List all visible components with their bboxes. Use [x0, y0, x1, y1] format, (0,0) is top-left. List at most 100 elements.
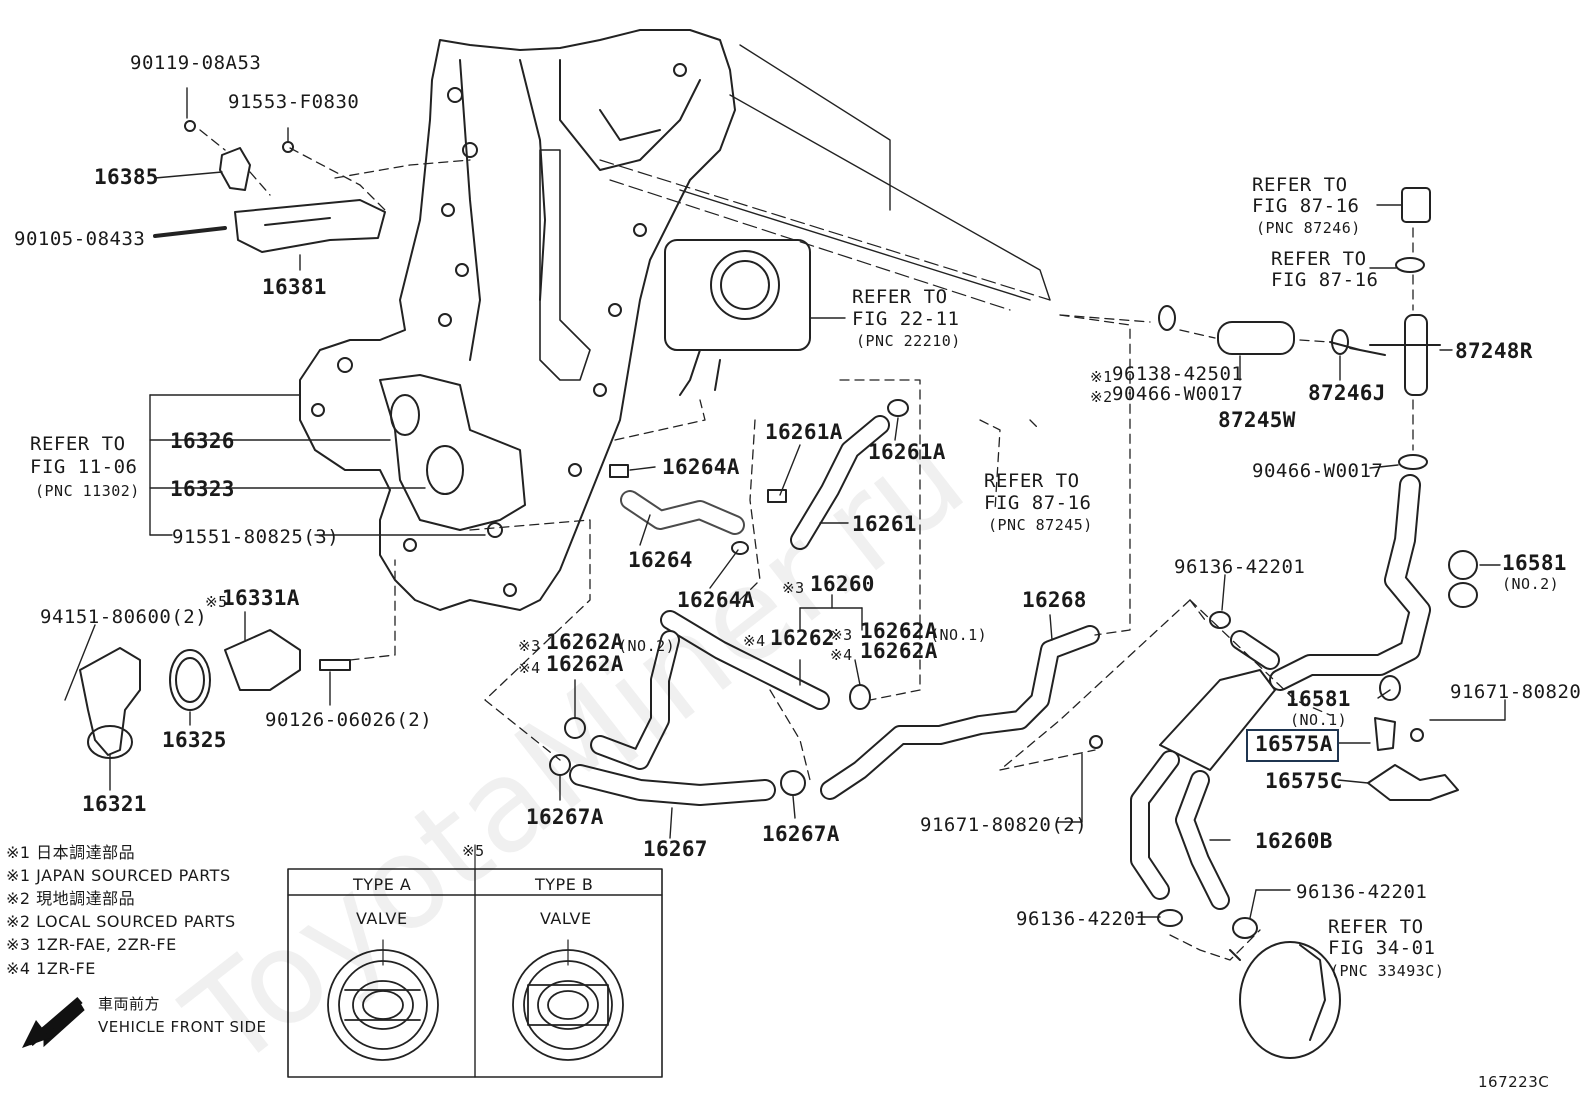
part-label[interactable]: 16267A	[762, 822, 840, 846]
part-label[interactable]: 16581	[1286, 687, 1351, 711]
refer-fig34-line2[interactable]: FIG 34-01	[1328, 937, 1436, 959]
part-label[interactable]: 16264A	[662, 455, 740, 479]
type-b-header: TYPE B	[535, 875, 594, 894]
part-label[interactable]: 91671-80820(2)	[920, 814, 1088, 836]
part-label[interactable]: 16261A	[868, 440, 946, 464]
legend-line: ※3 1ZR-FAE, 2ZR-FE	[6, 935, 177, 954]
water-inlet-16321	[80, 648, 140, 755]
valve-b-label: VALVE	[540, 909, 592, 928]
part-label[interactable]: 16331A	[222, 586, 300, 610]
refer-fig87b-line2[interactable]: FIG 87-16	[1271, 269, 1379, 291]
refer-fig87c-line1: REFER TO	[984, 470, 1080, 492]
refer-fig87c-line2[interactable]: FIG 87-16	[984, 492, 1092, 514]
part-label[interactable]: 16264A	[677, 588, 755, 612]
gasket-16325	[170, 650, 210, 710]
part-label[interactable]: 90466-W0017	[1252, 460, 1384, 482]
part-label[interactable]: 91551-80825(3)	[172, 526, 340, 548]
type-box-note: ※5	[462, 842, 485, 860]
note-mark: ※5	[205, 593, 228, 611]
part-label[interactable]: 90466-W0017	[1112, 383, 1244, 405]
bracket-16381	[235, 200, 385, 252]
part-label[interactable]: 16268	[1022, 588, 1087, 612]
part-label[interactable]: 96136-42201	[1016, 908, 1148, 930]
part-label[interactable]: 16262A	[860, 639, 938, 663]
part-label[interactable]: 87245W	[1218, 408, 1296, 432]
highlight-box	[1246, 729, 1339, 762]
refer-fig87c-line3: (PNC 87245)	[988, 516, 1093, 534]
note-mark: ※4	[518, 659, 541, 677]
part-label[interactable]: 96136-42201	[1296, 881, 1428, 903]
hose-87245W	[1218, 322, 1294, 354]
part-sub-label: (NO.2)	[618, 637, 676, 655]
part-label[interactable]: 16262A	[546, 652, 624, 676]
part-label[interactable]: 91553-F0830	[228, 91, 360, 113]
part-label[interactable]: 90105-08433	[14, 228, 146, 250]
part-label[interactable]: 87248R	[1455, 339, 1533, 363]
refer-fig11-line3: (PNC 11302)	[35, 482, 140, 500]
part-label[interactable]: 91671-80820	[1450, 681, 1582, 703]
part-label[interactable]: 16261A	[765, 420, 843, 444]
refer-fig87a-line2[interactable]: FIG 87-16	[1252, 195, 1360, 217]
valve-type-a	[328, 940, 438, 1060]
part-label[interactable]: 16262A	[860, 619, 938, 643]
part-label-highlighted[interactable]: 16575A	[1255, 732, 1333, 756]
valve-a-label: VALVE	[356, 909, 408, 928]
refer-fig11-line1: REFER TO	[30, 433, 126, 455]
refer-fig34-line1: REFER TO	[1328, 916, 1424, 938]
note-mark: ※3	[830, 626, 853, 644]
legend-line: ※1 日本調達部品	[6, 843, 136, 862]
legend-line: ※2 LOCAL SOURCED PARTS	[6, 912, 236, 931]
figure-code: 167223C	[1478, 1073, 1550, 1091]
throttle-body	[665, 240, 810, 350]
note-mark: ※3	[518, 637, 541, 655]
part-label[interactable]: 16575C	[1265, 769, 1343, 793]
note-mark: ※2	[1090, 388, 1113, 406]
refer-fig34-line3: (PNC 33493C)	[1330, 962, 1445, 980]
legend-line: ※1 JAPAN SOURCED PARTS	[6, 866, 231, 885]
part-label[interactable]: 16262	[770, 626, 835, 650]
part-label[interactable]: 90119-08A53	[130, 52, 262, 74]
refer-fig22-line3: (PNC 22210)	[856, 332, 961, 350]
part-label[interactable]: 16261	[852, 512, 917, 536]
refer-fig22-line1: REFER TO	[852, 286, 948, 308]
refer-fig87a-line3: (PNC 87246)	[1256, 219, 1361, 237]
part-label[interactable]: 16381	[262, 275, 327, 299]
heater-valve	[1160, 670, 1275, 770]
pump-33493C	[1240, 942, 1340, 1058]
part-label[interactable]: 16262A	[546, 630, 624, 654]
part-label[interactable]: 16326	[170, 429, 235, 453]
note-mark: ※1	[1090, 368, 1113, 386]
part-label[interactable]: 16323	[170, 477, 235, 501]
bracket-16385	[220, 148, 250, 190]
part-label[interactable]: 90126-06026(2)	[265, 709, 433, 731]
part-label[interactable]: 16321	[82, 792, 147, 816]
part-label[interactable]: 94151-80600(2)	[40, 606, 208, 628]
part-label[interactable]: 16581	[1502, 551, 1567, 575]
part-label[interactable]: 16264	[628, 548, 693, 572]
type-a-header: TYPE A	[353, 875, 412, 894]
front-label-jp: 車両前方	[98, 995, 161, 1013]
part-sub-label: (NO.2)	[1502, 575, 1560, 593]
part-label[interactable]: 96136-42201	[1174, 556, 1306, 578]
note-mark: ※4	[743, 632, 766, 650]
water-outlet	[380, 375, 525, 530]
part-label[interactable]: 16267	[643, 837, 708, 861]
refer-fig87b-line1: REFER TO	[1271, 248, 1367, 270]
timing-cover-outline	[300, 30, 735, 610]
refer-fig11-line2[interactable]: FIG 11-06	[30, 456, 138, 478]
note-mark: ※4	[830, 646, 853, 664]
part-label[interactable]: 16385	[94, 165, 159, 189]
legend-line: ※2 現地調達部品	[6, 889, 136, 908]
part-label[interactable]: 16260B	[1255, 829, 1333, 853]
thermostat-16331A	[225, 630, 300, 690]
refer-fig22-line2[interactable]: FIG 22-11	[852, 308, 960, 330]
part-label[interactable]: 96138-42501	[1112, 363, 1244, 385]
bracket-16575C	[1368, 765, 1458, 800]
valve-type-b	[513, 940, 623, 1060]
part-label[interactable]: 87246J	[1308, 381, 1386, 405]
refer-fig87a-line1: REFER TO	[1252, 174, 1348, 196]
part-label[interactable]: 16267A	[526, 805, 604, 829]
pipe-87248R	[1405, 315, 1427, 395]
part-label[interactable]: 16325	[162, 728, 227, 752]
part-label[interactable]: 16260	[810, 572, 875, 596]
